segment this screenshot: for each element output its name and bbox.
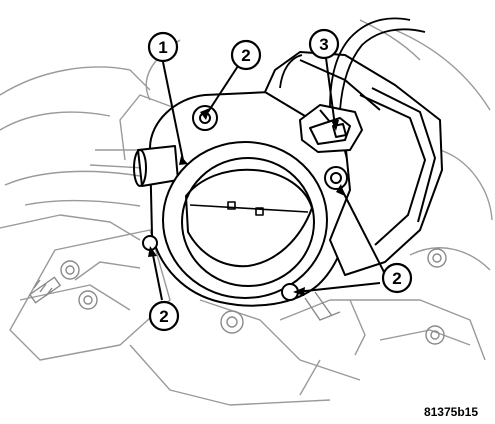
electrical-connector [299,104,363,153]
background-bolts [28,248,447,345]
engine-background-lines [0,19,493,406]
arrowhead-1 [179,156,188,165]
arrowhead-2-bottom [148,246,157,257]
wiring-harness [279,17,426,111]
svg-text:1: 1 [158,38,167,57]
bolt-lower-right [425,325,445,345]
leader-3 [325,57,336,127]
leader-2-top [207,65,239,113]
mounting-bolt-right [324,166,348,190]
leader-lines [151,57,385,301]
arrowhead-3 [331,120,339,131]
callout-2-right: 2 [381,262,413,294]
arrowhead-2-top [200,108,210,120]
svg-text:2: 2 [392,269,401,288]
svg-text:2: 2 [159,307,168,326]
callout-2-top: 2 [230,39,262,71]
leader-2-right-a [339,185,385,273]
throttle-plate [185,168,313,268]
callout-1: 1 [147,31,179,63]
hose-clamp [304,291,341,321]
stud-bolt-left [28,260,80,304]
leader-2-bottom [151,249,163,301]
bolt-lower-left [78,290,98,310]
svg-text:3: 3 [319,35,328,54]
leader-arrowheads [148,108,345,296]
leader-2-right-b [295,282,381,293]
arrowhead-2-right-a [336,184,345,196]
throttle-bore-inner [181,157,315,287]
callout-2-bottom: 2 [148,300,180,332]
arrowhead-2-right-b [293,287,305,296]
bolt-right [427,248,447,268]
bolt-lower-center [220,310,244,334]
leader-1 [162,61,184,161]
figure-id: 81375b15 [424,405,478,419]
callout-3: 3 [308,28,340,60]
throttle-body [133,17,443,307]
sensor-boss [133,145,179,187]
svg-text:2: 2 [241,46,250,65]
